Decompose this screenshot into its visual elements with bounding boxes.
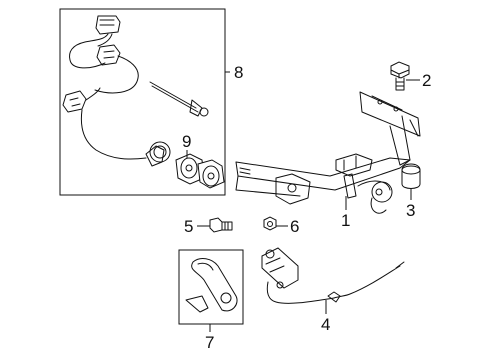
trailer-socket <box>175 153 225 189</box>
callout-8: 8 <box>234 63 243 82</box>
nut <box>263 216 277 231</box>
callout-7: 7 <box>205 333 214 352</box>
callout-9: 9 <box>182 132 191 151</box>
callout-5: 5 <box>184 217 193 236</box>
lock-bolt <box>209 217 233 233</box>
leader-lines <box>186 71 420 332</box>
sensor-cable <box>261 247 405 304</box>
wiring-harness <box>62 15 209 167</box>
callout-6: 6 <box>290 217 299 236</box>
mounting-bracket <box>185 258 238 313</box>
callout-3: 3 <box>406 201 415 220</box>
callout-2: 2 <box>422 71 431 90</box>
callout-4: 4 <box>321 315 330 334</box>
callout-1: 1 <box>341 211 350 230</box>
protective-cap <box>401 163 421 189</box>
bracket-box <box>178 249 244 325</box>
bolt <box>390 61 410 91</box>
wiring-kit-box <box>59 8 226 196</box>
tow-bar-assembly <box>235 91 421 214</box>
